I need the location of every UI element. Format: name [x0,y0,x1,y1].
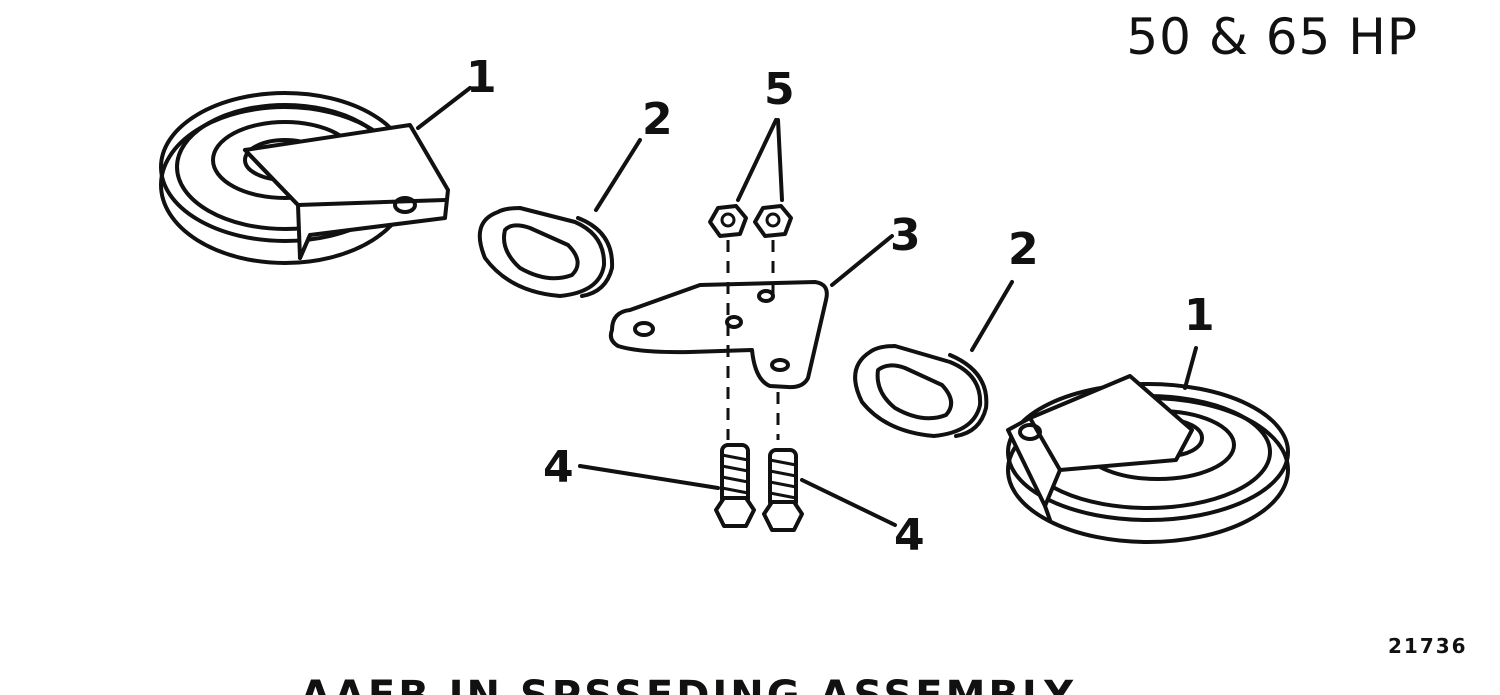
callout-pulley-left: 1 [466,52,497,103]
engine-model-heading: 50 & 65 HP [1126,8,1418,66]
left-clip-icon [477,206,615,298]
callout-bracket: 3 [890,210,921,261]
callout-nuts: 5 [764,64,795,115]
nut-icon [708,204,793,238]
leader-line [578,464,720,490]
leader-line [416,86,472,130]
right-pulley-icon [1006,374,1290,544]
callout-clip-right: 2 [1008,224,1039,275]
figure-number: 21736 [1388,634,1468,658]
screw-icon [714,443,804,532]
leader-line [800,478,897,527]
leader-line [776,118,784,202]
right-clip-icon [853,344,989,438]
leader-line [830,234,894,287]
callout-clip-left: 2 [642,94,673,145]
leader-line [594,138,642,212]
left-pulley-icon [159,91,450,265]
bracket-icon [608,280,829,390]
callout-screw-right: 4 [894,510,925,561]
leader-line [736,118,778,202]
figure-caption: AAFB IN SPSSEDING ASSEMBLY [300,676,1220,695]
callout-screw-left: 4 [543,442,574,493]
leader-line [970,280,1014,352]
leader-line [1183,346,1198,390]
callout-pulley-right: 1 [1184,290,1215,341]
